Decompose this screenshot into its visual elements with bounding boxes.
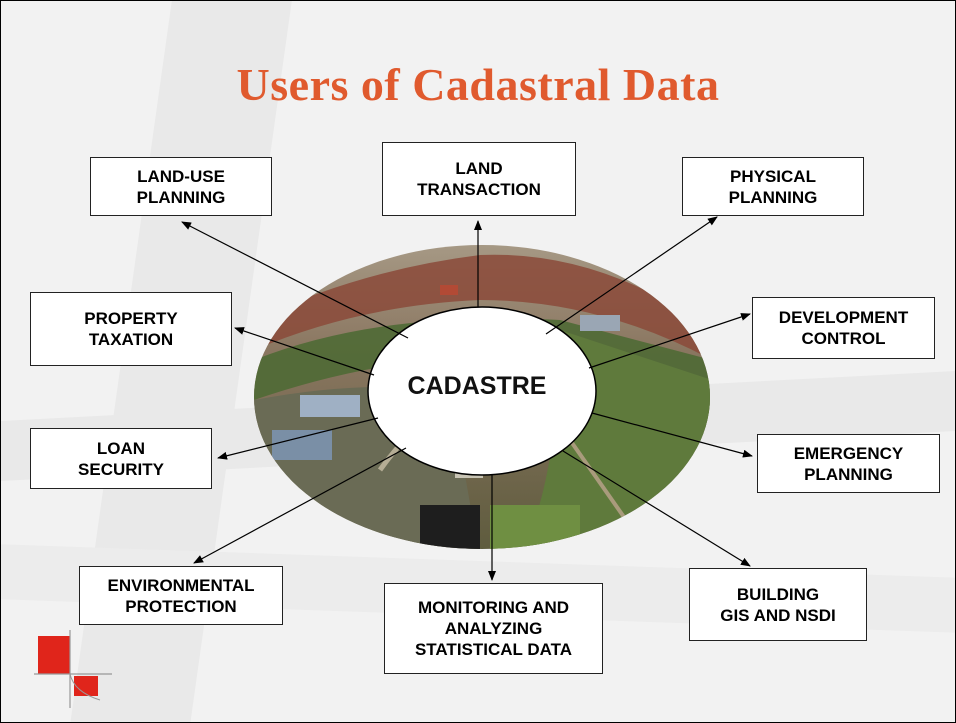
box-emergency-planning: EMERGENCY PLANNING xyxy=(757,434,940,493)
arrow-environmental-protection xyxy=(193,447,407,564)
arrow-physical-planning xyxy=(545,216,718,335)
connector-arrows xyxy=(181,216,753,581)
box-land-use-planning: LAND-USE PLANNING xyxy=(90,157,272,216)
box-building-gis-nsdi: BUILDING GIS AND NSDI xyxy=(689,568,867,641)
box-land-transaction: LAND TRANSACTION xyxy=(382,142,576,216)
cadastre-label: CADASTRE xyxy=(407,372,547,400)
aerial-photo-ellipse xyxy=(254,245,710,549)
logo-icon xyxy=(34,630,112,708)
box-environmental-protection: ENVIRONMENTAL PROTECTION xyxy=(79,566,283,625)
arrow-building-gis-nsdi xyxy=(562,450,751,567)
arrow-property-taxation xyxy=(234,327,375,376)
arrow-development-control xyxy=(588,313,751,369)
box-physical-planning: PHYSICAL PLANNING xyxy=(682,157,864,216)
box-loan-security: LOAN SECURITY xyxy=(30,428,212,489)
box-monitoring-statistical-data: MONITORING AND ANALYZING STATISTICAL DAT… xyxy=(384,583,603,674)
arrow-emergency-planning xyxy=(591,412,753,458)
slide-title: Users of Cadastral Data xyxy=(236,59,720,110)
arrow-land-use-planning xyxy=(181,221,409,339)
box-property-taxation: PROPERTY TAXATION xyxy=(30,292,232,366)
box-development-control: DEVELOPMENT CONTROL xyxy=(752,297,935,359)
cadastre-ellipse xyxy=(367,306,597,476)
arrow-loan-security xyxy=(217,417,379,460)
